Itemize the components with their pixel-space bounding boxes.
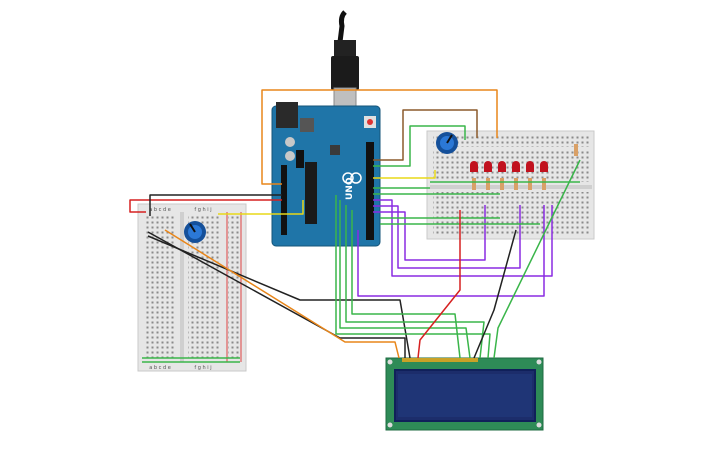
red-led [470, 161, 478, 190]
resistor [486, 178, 490, 190]
red-led [540, 161, 548, 190]
wires [129, 89, 581, 359]
resistor [528, 178, 532, 190]
red-led [484, 161, 492, 190]
resistor [500, 178, 504, 190]
brightness-potentiometer[interactable] [436, 132, 458, 154]
arduino-uno-board: UNO [271, 102, 381, 247]
left-breadboard-col-labels: a b c d e [149, 207, 171, 213]
resistor [514, 178, 518, 190]
lcd-16x2 [385, 357, 544, 431]
resistor [472, 178, 476, 190]
arduino-logo: UNO [345, 177, 355, 200]
left-breadboard-col-labels-2: f g h i j [194, 207, 211, 213]
left-breadboard-col-labels-bottom: a b c d e [149, 365, 171, 371]
red-led [498, 161, 506, 190]
left-breadboard: a b c d e f g h i j a b c d e f g h i j [137, 203, 247, 372]
right-breadboard [426, 130, 595, 240]
resistor [542, 178, 546, 190]
usb-cable [331, 10, 359, 117]
red-led [526, 161, 534, 190]
resistor [574, 144, 578, 156]
led-array [470, 144, 578, 190]
left-breadboard-col-labels-bottom-2: f g h i j [194, 365, 211, 371]
red-led [512, 161, 520, 190]
contrast-potentiometer[interactable] [184, 221, 206, 243]
